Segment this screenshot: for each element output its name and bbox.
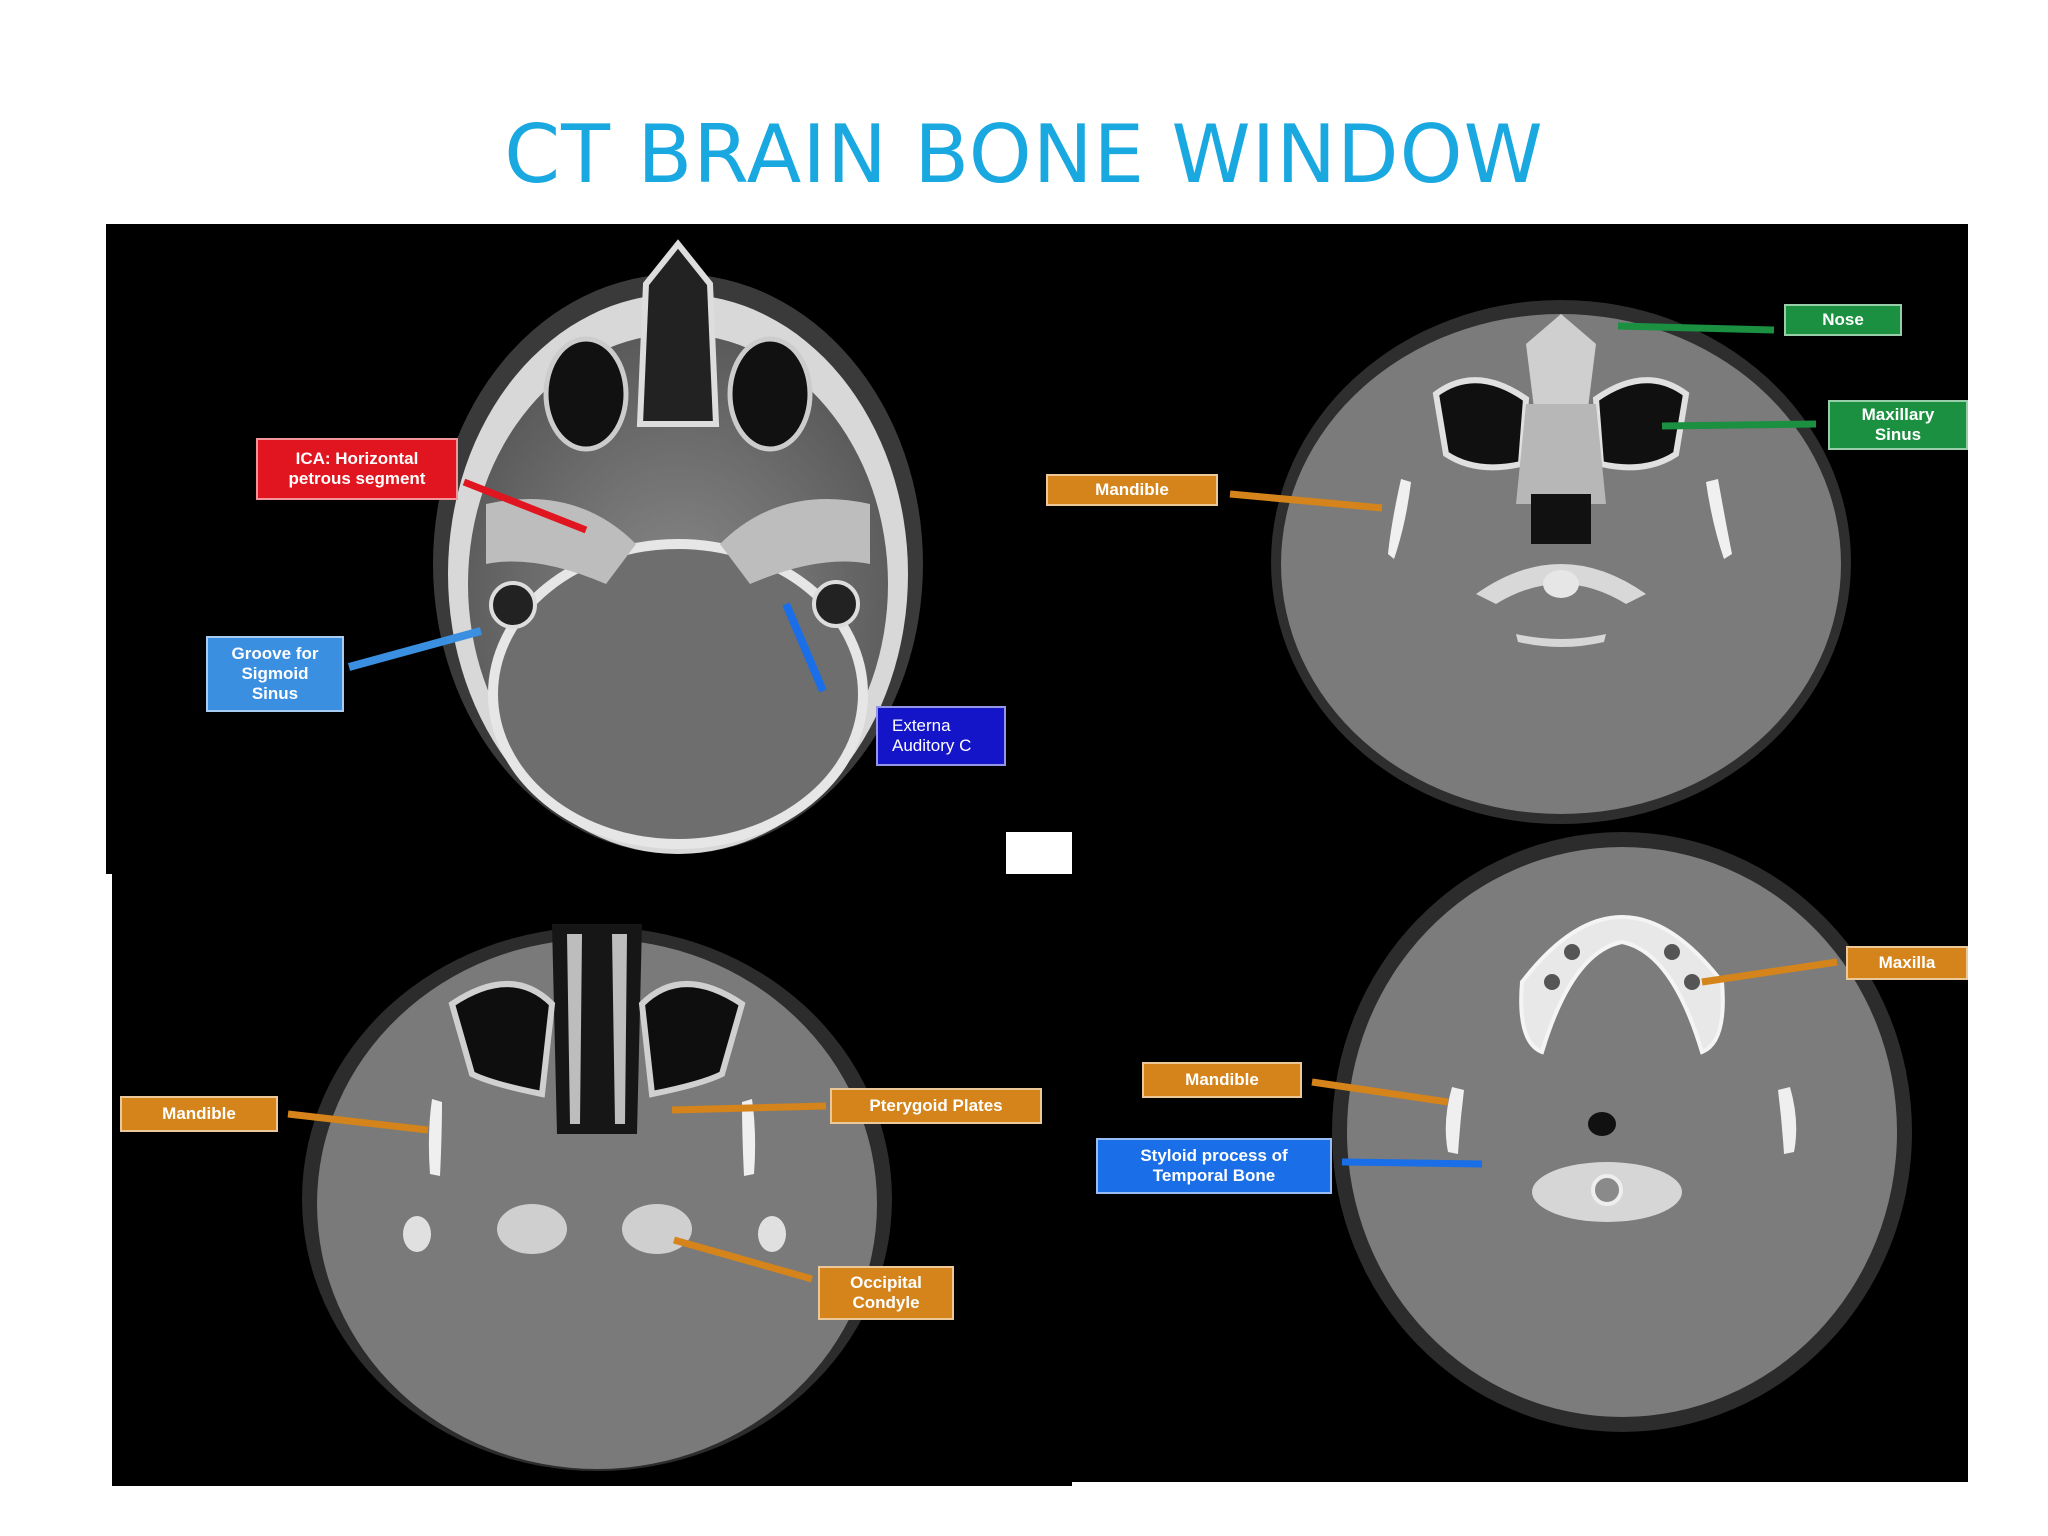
label-external-auditory-canal: Externa Auditory C bbox=[876, 706, 1006, 766]
ct-scan-panel-top-right: Nose Maxillary Sinus Mandible bbox=[1006, 224, 1968, 832]
ct-scan-image-bottom-left bbox=[287, 924, 892, 1471]
ct-scan-image-bottom-right bbox=[1311, 832, 1912, 1432]
ct-scan-image-top-right bbox=[1229, 300, 1851, 824]
label-nose: Nose bbox=[1784, 304, 1902, 336]
label-styloid-process: Styloid process of Temporal Bone bbox=[1096, 1138, 1332, 1194]
label-mandible-bottom-right: Mandible bbox=[1142, 1062, 1302, 1098]
label-groove-sigmoid-sinus: Groove for Sigmoid Sinus bbox=[206, 636, 344, 712]
slide-title: CT BRAIN BONE WINDOW bbox=[504, 108, 1544, 201]
ct-scan-panel-top-left: ICA: Horizontal petrous segment Groove f… bbox=[106, 224, 1006, 874]
label-pterygoid-plates: Pterygoid Plates bbox=[830, 1088, 1042, 1124]
ct-scan-image-top-left bbox=[347, 239, 923, 854]
label-maxilla: Maxilla bbox=[1846, 946, 1968, 980]
ct-scan-panel-bottom-right: Maxilla Mandible Styloid process of Temp… bbox=[1072, 832, 1968, 1482]
label-mandible-bottom-left: Mandible bbox=[120, 1096, 278, 1132]
label-mandible-top-right: Mandible bbox=[1046, 474, 1218, 506]
label-maxillary-sinus: Maxillary Sinus bbox=[1828, 400, 1968, 450]
ct-scan-panel-bottom-left: Mandible Pterygoid Plates Occipital Cond… bbox=[112, 874, 1072, 1486]
label-occipital-condyle: Occipital Condyle bbox=[818, 1266, 954, 1320]
label-ica-horizontal-petrous: ICA: Horizontal petrous segment bbox=[256, 438, 458, 500]
